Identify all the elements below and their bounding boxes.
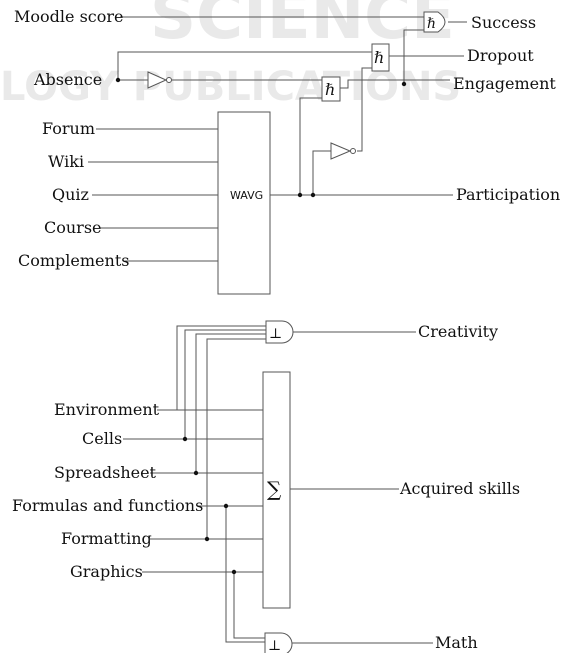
label-course: Course xyxy=(44,218,102,237)
sum-box xyxy=(262,371,291,609)
junction-dot xyxy=(115,77,121,83)
label-moodle-score: Moodle score xyxy=(14,7,123,26)
and-label-creativity: ⊥ xyxy=(269,326,282,342)
feeder-c1 xyxy=(176,325,266,410)
wire-not-h2 xyxy=(357,67,372,152)
junction-dot xyxy=(223,503,229,509)
not-bubble-participation xyxy=(350,148,356,154)
junction-dot xyxy=(193,470,199,476)
label-spreadsheet: Spreadsheet xyxy=(54,463,157,482)
feeder-c2 xyxy=(184,329,266,439)
label-formulas: Formulas and functions xyxy=(12,496,203,515)
label-graphics: Graphics xyxy=(70,562,143,581)
label-environment: Environment xyxy=(54,400,160,419)
wire-wavg-inputs xyxy=(88,128,218,262)
and-gate-math xyxy=(264,632,293,653)
label-wiki: Wiki xyxy=(48,152,84,171)
sum-symbol: ∑ xyxy=(267,477,282,501)
label-cells: Cells xyxy=(82,429,122,448)
not-gate-absence xyxy=(147,71,168,89)
wavg-label: WAVG xyxy=(230,189,263,202)
junction-dot xyxy=(297,192,303,198)
label-math: Math xyxy=(435,633,478,652)
label-formatting: Formatting xyxy=(61,529,152,548)
feeder-m2 xyxy=(233,572,265,639)
wavg-box xyxy=(217,111,271,295)
label-creativity: Creativity xyxy=(418,322,498,341)
label-success: Success xyxy=(471,13,536,32)
label-absence: Absence xyxy=(33,70,102,89)
feeder-m1 xyxy=(225,506,265,643)
hbar-gate-dropout xyxy=(371,43,390,72)
hbar-label-2: ℏ xyxy=(374,48,384,67)
wire-part-not xyxy=(312,150,331,195)
hbar-gate-success xyxy=(423,11,446,33)
not-bubble-absence xyxy=(166,77,172,83)
label-participation: Participation xyxy=(456,185,560,204)
watermark-top: SCIENCE xyxy=(150,0,455,54)
watermark-bottom: LOGY PUBLICATIONS xyxy=(0,64,461,110)
feeder-c3 xyxy=(195,333,266,473)
junction-dot xyxy=(231,569,237,575)
label-engagement: Engagement xyxy=(453,74,556,93)
label-acquired-skills: Acquired skills xyxy=(399,479,520,498)
label-dropout: Dropout xyxy=(467,46,534,65)
not-gate-participation xyxy=(330,142,352,160)
junction-dot xyxy=(204,536,210,542)
junction-dot xyxy=(310,192,316,198)
label-quiz: Quiz xyxy=(52,185,89,204)
diagram-2: ∑ ⊥ ⊥ Environment Cells Spreadsheet Form… xyxy=(12,320,520,653)
wire-absence-up xyxy=(117,51,372,80)
wire-part-h1 xyxy=(299,97,322,195)
and-label-math: ⊥ xyxy=(268,638,281,653)
junction-dot xyxy=(182,436,188,442)
and-gate-creativity xyxy=(265,320,294,344)
hbar-label-1: ℏ xyxy=(325,80,335,99)
hbar-gate-engagement xyxy=(321,76,341,102)
wire-eng-success xyxy=(403,29,424,84)
label-complements: Complements xyxy=(18,251,129,270)
diagram-1: WAVG ℏ ℏ ℏ Moodle score Absence Forum Wi… xyxy=(14,7,560,295)
junction-dot xyxy=(401,81,407,87)
wire-h1-engagement xyxy=(340,79,450,89)
hbar-label-3: ℏ xyxy=(427,16,436,32)
label-forum: Forum xyxy=(42,119,95,138)
feeder-c4 xyxy=(206,338,266,539)
